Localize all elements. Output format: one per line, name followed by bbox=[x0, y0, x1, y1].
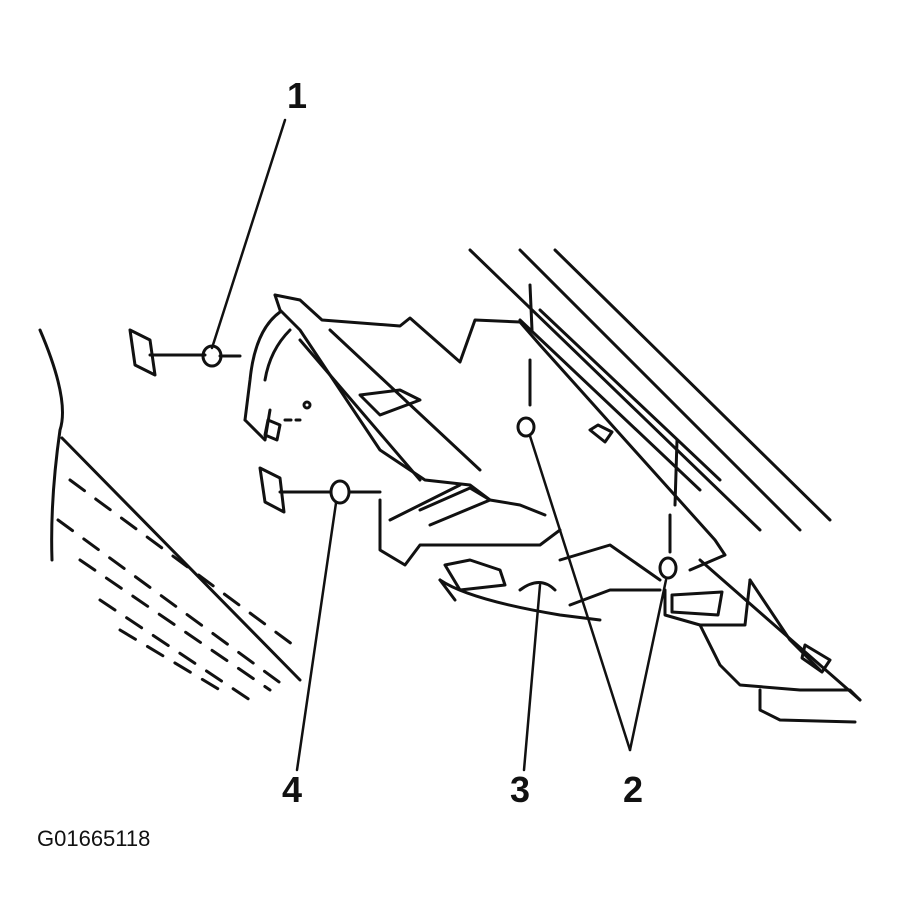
callout-4-label: 4 bbox=[282, 769, 303, 810]
fastener-4-bolt bbox=[258, 466, 382, 514]
leader-2a bbox=[528, 434, 632, 752]
fender-panel bbox=[38, 328, 302, 702]
leader-2b bbox=[628, 578, 668, 752]
figure-id: G01665118 bbox=[37, 826, 151, 851]
callout-3-label: 3 bbox=[510, 769, 531, 810]
leader-3 bbox=[522, 583, 542, 772]
frame-rail bbox=[468, 248, 862, 702]
leader-1 bbox=[210, 118, 287, 350]
fastener-1-bolt bbox=[128, 328, 312, 442]
leader-4 bbox=[295, 501, 338, 772]
fastener-2-nuts bbox=[516, 283, 679, 580]
callout-2-label: 2 bbox=[623, 769, 644, 810]
callout-1-label: 1 bbox=[287, 75, 308, 116]
leader-lines bbox=[210, 118, 668, 772]
underbody-shield bbox=[243, 293, 862, 724]
